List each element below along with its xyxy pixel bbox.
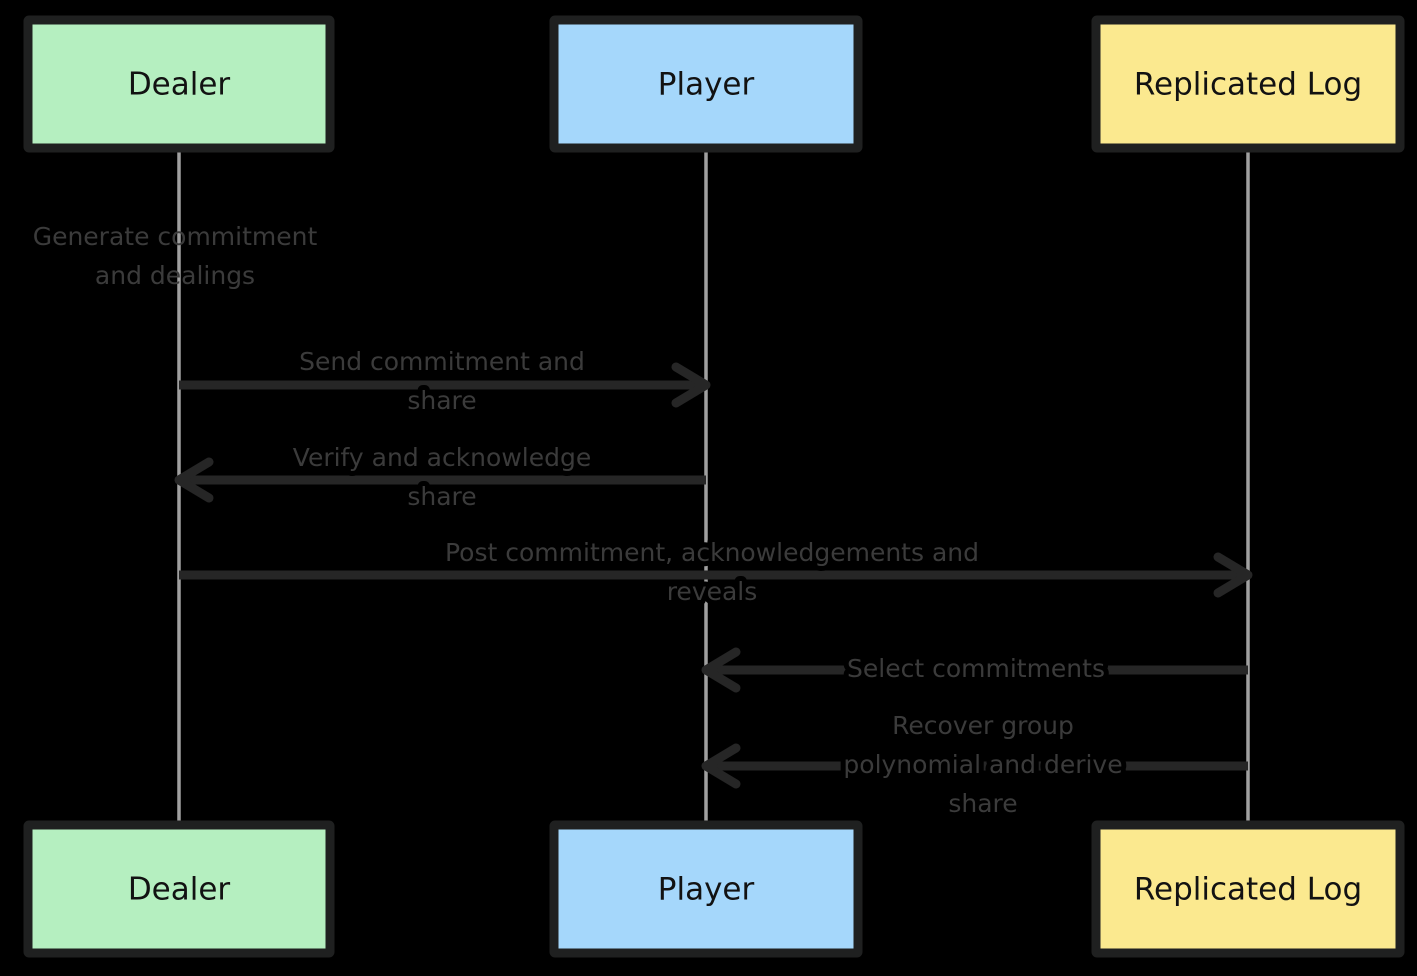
arrowhead-icon bbox=[1213, 552, 1253, 598]
message-label: Send commitment and bbox=[299, 347, 585, 376]
participant-box[interactable] bbox=[23, 15, 335, 153]
message-label: share bbox=[407, 482, 476, 511]
participant-log-bottom[interactable]: Replicated Log bbox=[1091, 820, 1405, 958]
participant-dealer-top[interactable]: Dealer bbox=[23, 15, 335, 153]
message-msg-2 bbox=[174, 457, 706, 503]
message-label: Recover group bbox=[892, 711, 1074, 740]
participant-box[interactable] bbox=[23, 820, 335, 958]
arrowhead-icon bbox=[671, 362, 711, 408]
self-message-label: Generate commitment bbox=[33, 222, 318, 251]
message-msg-3 bbox=[179, 552, 1253, 598]
participant-player-top[interactable]: Player bbox=[549, 15, 863, 153]
lifelines-group bbox=[177, 148, 1250, 825]
participant-player-bottom[interactable]: Player bbox=[549, 820, 863, 958]
arrowhead-icon bbox=[174, 457, 214, 503]
message-msg-5 bbox=[701, 743, 1248, 789]
participant-box[interactable] bbox=[549, 820, 863, 958]
message-label: Select commitments bbox=[847, 654, 1105, 683]
participant-box[interactable] bbox=[1091, 15, 1405, 153]
participant-label: Player bbox=[658, 872, 755, 908]
participant-label: Replicated Log bbox=[1134, 872, 1362, 908]
message-label: reveals bbox=[667, 577, 758, 606]
message-label: share bbox=[948, 789, 1017, 818]
message-msg-4 bbox=[701, 647, 1248, 693]
participant-dealer-bottom[interactable]: Dealer bbox=[23, 820, 335, 958]
arrowhead-icon bbox=[701, 647, 741, 693]
message-msg-1 bbox=[179, 362, 711, 408]
participant-box[interactable] bbox=[1091, 820, 1405, 958]
messages-group bbox=[174, 362, 1253, 789]
message-label: Post commitment, acknowledgements and bbox=[445, 538, 979, 567]
participant-label: Player bbox=[658, 67, 755, 103]
self-message-label: and dealings bbox=[95, 261, 255, 290]
participant-label: Dealer bbox=[128, 872, 231, 908]
message-label: Verify and acknowledge bbox=[293, 443, 591, 472]
participant-label: Dealer bbox=[128, 67, 231, 103]
message-label: share bbox=[407, 386, 476, 415]
participant-label: Replicated Log bbox=[1134, 67, 1362, 103]
arrowhead-icon bbox=[701, 743, 741, 789]
participant-box[interactable] bbox=[549, 15, 863, 153]
participant-log-top[interactable]: Replicated Log bbox=[1091, 15, 1405, 153]
message-label: polynomial and derive bbox=[843, 750, 1122, 779]
